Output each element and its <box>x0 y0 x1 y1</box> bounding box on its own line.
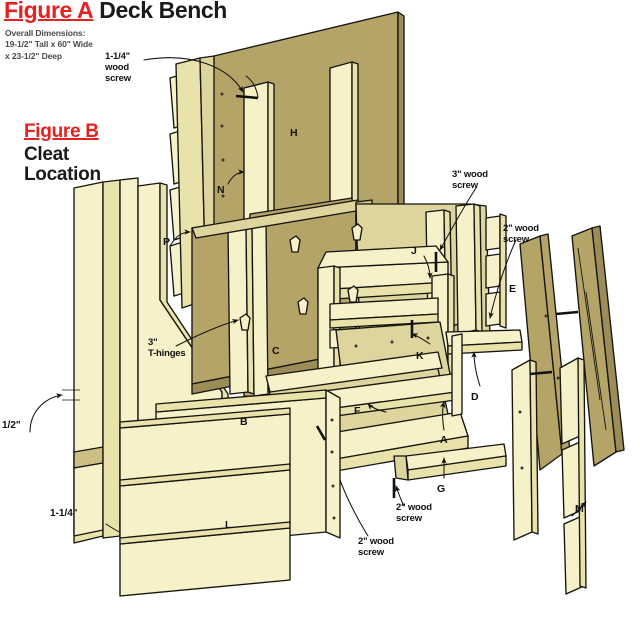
part-label-J: J <box>411 245 417 257</box>
front-slat-panels <box>119 389 341 597</box>
part-label-A: A <box>440 434 448 446</box>
part-label-L: L <box>225 519 232 531</box>
part-label-E: E <box>509 283 517 295</box>
part-label-G: G <box>437 483 446 495</box>
dimensions-line-2: x 23-1/2" Deep <box>5 50 62 61</box>
callout-screw-3: 3" wood screw <box>452 169 488 191</box>
callout-screw-2-bottom-1: 2" wood screw <box>396 502 432 524</box>
figure-a-label: Figure A <box>4 0 94 23</box>
callout-t-hinges: 3" T-hinges <box>148 337 186 359</box>
part-label-B: B <box>240 416 248 428</box>
dimensions-heading: Overall Dimensions: <box>5 28 86 38</box>
dimension-label-half-inch: 1/2" <box>2 420 21 431</box>
part-label-M: M <box>575 503 584 515</box>
figure-a-title: Figure A Deck Bench <box>4 0 227 22</box>
figure-a-name: Deck Bench <box>99 0 227 23</box>
part-label-D: D <box>471 391 479 403</box>
part-label-H: H <box>290 127 298 139</box>
part-label-P: P <box>163 236 171 248</box>
dimensions-line-1: 19-1/2" Tall x 60" Wide <box>5 39 93 50</box>
callout-screw-1-1-4: 1-1/4" wood screw <box>105 51 131 84</box>
part-label-F: F <box>354 405 361 417</box>
callout-screw-2-bottom-2: 2" wood screw <box>358 536 394 558</box>
dimension-label-one-and-quarter: 1-1/4" <box>50 508 78 519</box>
part-label-K: K <box>416 350 424 362</box>
callout-screw-2-right: 2" wood screw <box>503 223 539 245</box>
part-label-N: N <box>217 184 225 196</box>
right-side-panels <box>511 225 625 595</box>
overall-dimensions: Overall Dimensions: 19-1/2" Tall x 60" W… <box>5 28 93 62</box>
part-label-C: C <box>272 345 280 357</box>
figure-b-label: Figure B <box>24 121 99 142</box>
